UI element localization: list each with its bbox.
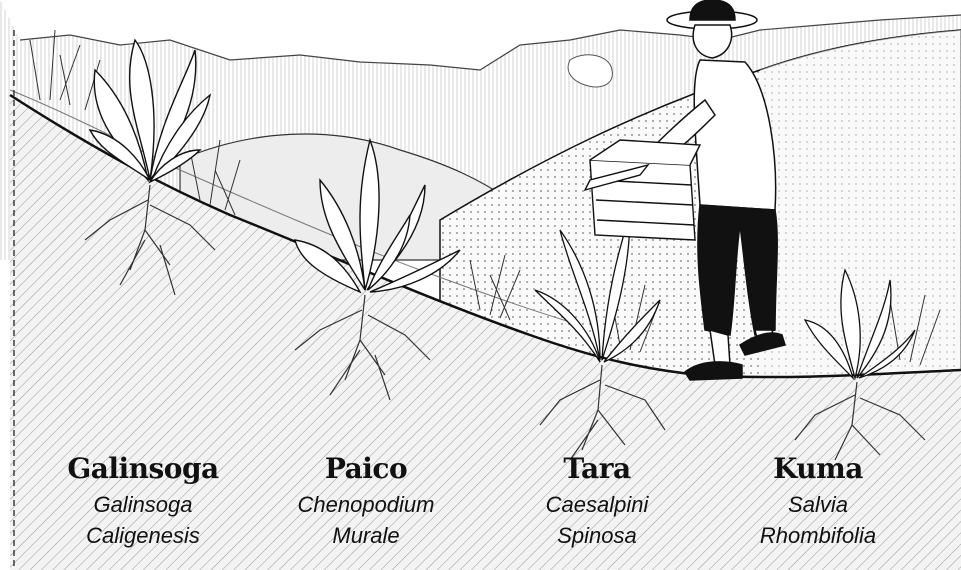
scientific-name-tara-2: Spinosa — [487, 520, 707, 551]
scientific-name-kuma-1: Salvia — [708, 489, 928, 520]
label-kuma: Kuma Salvia Rhombifolia — [708, 452, 928, 551]
common-name-tara: Tara — [487, 452, 707, 485]
scientific-name-galinsoga-1: Galinsoga — [33, 489, 253, 520]
common-name-galinsoga: Galinsoga — [33, 452, 253, 485]
scientific-name-tara-1: Caesalpini — [487, 489, 707, 520]
crate — [585, 140, 700, 240]
scientific-name-galinsoga-2: Caligenesis — [33, 520, 253, 551]
scientific-name-paico-1: Chenopodium — [256, 489, 476, 520]
label-paico: Paico Chenopodium Murale — [256, 452, 476, 551]
common-name-paico: Paico — [256, 452, 476, 485]
label-tara: Tara Caesalpini Spinosa — [487, 452, 707, 551]
label-galinsoga: Galinsoga Galinsoga Caligenesis — [33, 452, 253, 551]
scientific-name-kuma-2: Rhombifolia — [708, 520, 928, 551]
scientific-name-paico-2: Murale — [256, 520, 476, 551]
common-name-kuma: Kuma — [708, 452, 928, 485]
